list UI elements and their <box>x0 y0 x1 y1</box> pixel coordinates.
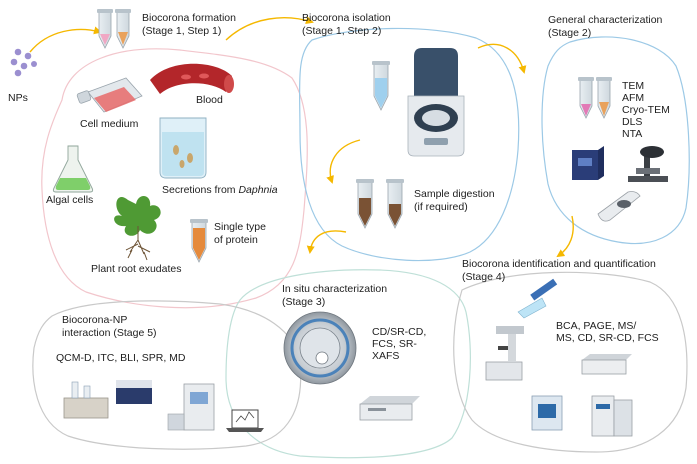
single-type-line1: Single type <box>214 221 266 233</box>
stage4-title-line1: Biocorona identification and quantificat… <box>462 258 656 270</box>
bli-instrument-icon <box>167 383 215 431</box>
technique-nta: NTA <box>622 128 643 140</box>
stage1-formation-region <box>41 48 308 309</box>
plant-roots-icon <box>114 195 161 261</box>
stage3-technique-3: XAFS <box>372 350 400 362</box>
cd-spectrometer-icon <box>359 396 420 421</box>
digestion-label: Sample digestion (if required) <box>414 188 495 213</box>
secretions-label: Secretions from Daphnia <box>162 184 278 197</box>
stage2-techniques: TEM AFM Cryo-TEM DLS NTA <box>622 80 670 140</box>
stage3-title-line1: In situ characterization <box>282 283 388 295</box>
hplc-icon <box>531 395 563 431</box>
stage2-tubes-icon <box>578 77 612 119</box>
stage4-techniques: BCA, PAGE, MS/ MS, CD, SR-CD, FCS <box>556 320 659 344</box>
np-label: NPs <box>8 92 28 104</box>
dls-instrument-icon <box>572 146 604 180</box>
stage5-title-line1: Biocorona-NP <box>62 314 128 326</box>
stage5-techniques: QCM-D, ITC, BLI, SPR, MD <box>56 352 186 364</box>
arrow-isolation-to-stage3 <box>306 230 347 254</box>
stage3-technique-1: CD/SR-CD, <box>372 326 427 338</box>
digestion-line2: (if required) <box>414 200 468 213</box>
stage4-technique-line1: BCA, PAGE, MS/ <box>556 320 637 332</box>
algae-flask-icon <box>52 145 94 193</box>
microscope-icon <box>485 326 524 381</box>
stage5-region <box>32 300 302 450</box>
arrow-isolation-to-stage2 <box>477 43 527 74</box>
stage3-technique-2: FCS, SR- <box>372 338 417 350</box>
qcm-instrument-icon <box>63 381 109 419</box>
stage2-title-line1: General characterization <box>548 14 663 26</box>
arrow-np-to-formation <box>29 26 102 53</box>
single-type-label: Single type of protein <box>214 221 266 246</box>
itc-instrument-icon <box>116 380 152 404</box>
blood-label: Blood <box>196 94 223 106</box>
arrow-centrifuge-to-digestion <box>326 139 361 184</box>
protein-tube-icon <box>190 219 208 263</box>
cell-medium-label: Cell medium <box>80 118 139 130</box>
stage3-title-line2: (Stage 3) <box>282 295 326 308</box>
synchrotron-ring-icon <box>283 311 357 385</box>
stage3-region <box>225 269 471 459</box>
plate-reader-icon <box>581 354 632 375</box>
stage4-title-line2: (Stage 4) <box>462 270 506 283</box>
formation-title-line2: (Stage 1, Step 1) <box>142 24 222 37</box>
laptop-icon <box>226 409 264 432</box>
stage1-isolation-region <box>298 27 520 262</box>
isolation-title-line2: (Stage 1, Step 2) <box>302 24 382 37</box>
technique-cryo-tem: Cryo-TEM <box>622 104 670 116</box>
formation-title: Biocorona formation (Stage 1, Step 1) <box>142 12 236 37</box>
technique-tem: TEM <box>622 80 645 92</box>
daphnia-beaker-icon <box>159 117 207 179</box>
blood-vessel-icon <box>150 63 234 94</box>
afm-microscope-icon <box>628 146 668 182</box>
ms-instrument-icon <box>591 395 633 437</box>
stage3-techniques: CD/SR-CD, FCS, SR- XAFS <box>372 326 426 362</box>
stage2-title: General characterization (Stage 2) <box>548 14 662 39</box>
arrow-formation-to-isolation <box>225 16 314 41</box>
digestion-tubes-icon <box>356 179 404 229</box>
plant-root-label: Plant root exudates <box>91 263 182 275</box>
cell-culture-flask-icon <box>76 77 143 113</box>
isolation-tube-icon <box>372 61 390 111</box>
sample-tubes-icon <box>97 9 131 49</box>
stage2-title-line2: (Stage 2) <box>548 26 592 39</box>
isolation-title: Biocorona isolation (Stage 1, Step 2) <box>302 12 391 37</box>
stage4-technique-line2: MS, CD, SR-CD, FCS <box>556 332 659 344</box>
formation-title-line1: Biocorona formation <box>142 12 236 24</box>
nanoparticles-icon <box>10 48 37 77</box>
technique-dls: DLS <box>622 116 643 128</box>
secretions-species: Daphnia <box>238 184 278 196</box>
stage4-title: Biocorona identification and quantificat… <box>462 258 656 283</box>
stage4-region <box>453 271 688 453</box>
single-type-line2: of protein <box>214 233 258 246</box>
centrifuge-icon <box>407 48 465 157</box>
stage2-region <box>541 36 690 245</box>
stage5-title-line2: interaction (Stage 5) <box>62 326 157 339</box>
secretions-prefix: Secretions from <box>162 184 239 196</box>
arrow-stage2-to-stage4 <box>556 215 574 258</box>
stage3-title: In situ characterization (Stage 3) <box>282 283 387 308</box>
technique-afm: AFM <box>622 92 645 104</box>
isolation-title-line1: Biocorona isolation <box>302 12 391 24</box>
pipette-icon <box>517 278 558 319</box>
stage5-title: Biocorona-NP interaction (Stage 5) <box>62 314 157 339</box>
nta-instrument-icon <box>597 191 641 222</box>
digestion-line1: Sample digestion <box>414 188 495 200</box>
algal-cells-label: Algal cells <box>46 194 94 206</box>
